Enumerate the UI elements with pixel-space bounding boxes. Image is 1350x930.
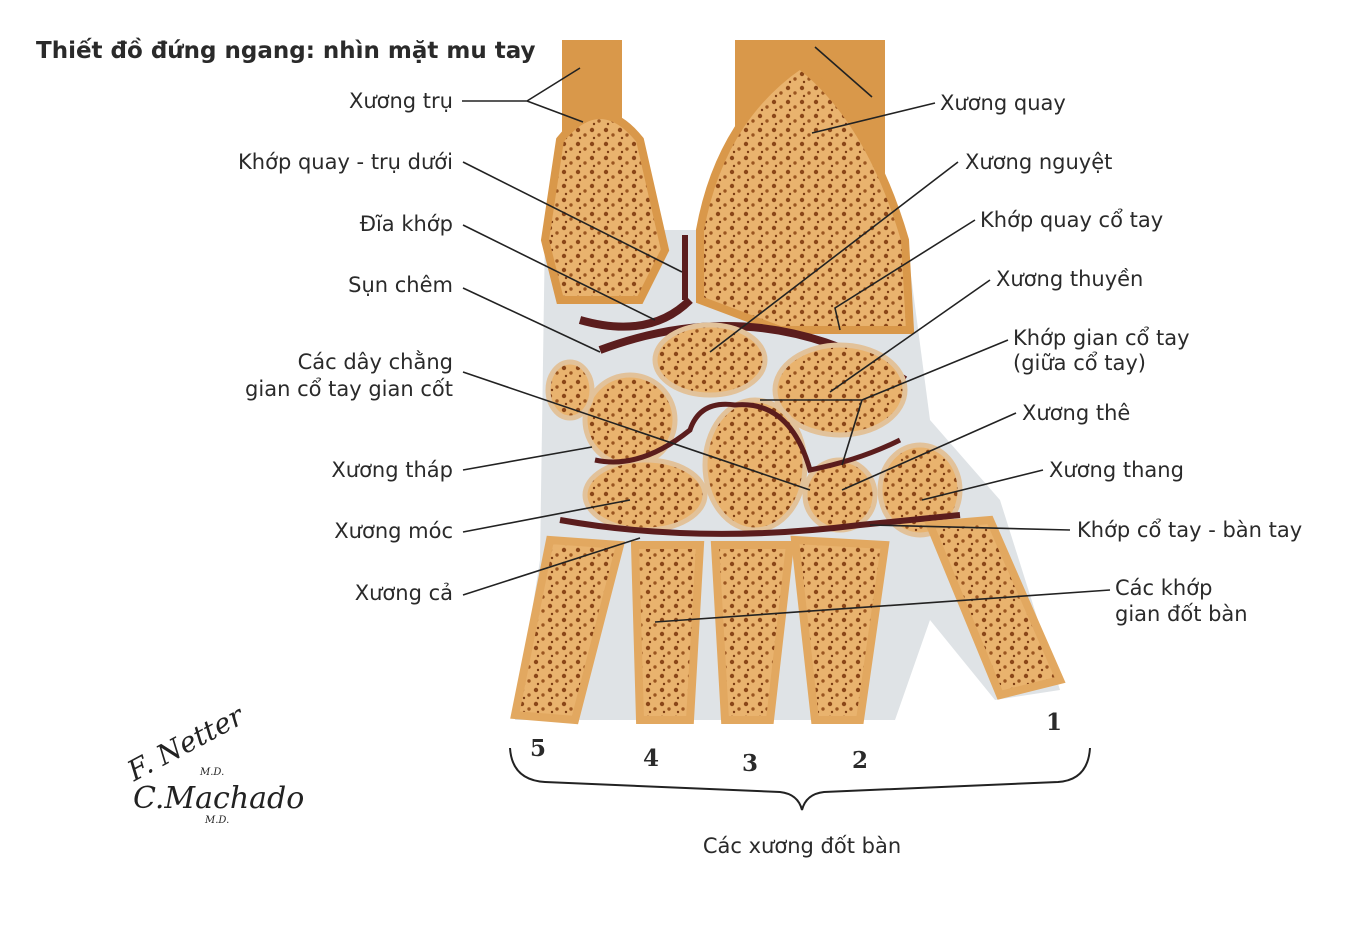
- label-hamate: Xương móc: [334, 519, 453, 543]
- label-triquetrum: Xương tháp: [331, 458, 453, 482]
- label-meniscus: Sụn chêm: [348, 273, 453, 297]
- signature-netter-md: M.D.: [199, 767, 224, 778]
- label-radius: Xương quay: [940, 91, 1066, 115]
- label-trapezium: Xương thang: [1049, 458, 1184, 482]
- pisiform-bone: [545, 359, 595, 421]
- radius-bone: [696, 40, 915, 334]
- ulna-bone: [540, 40, 670, 304]
- label-radiocarpal-joint: Khớp quay cổ tay: [980, 208, 1163, 232]
- label-interosseous-ligaments-line2: gian cổ tay gian cốt: [245, 377, 453, 401]
- metacarpal-number-4: 4: [643, 745, 659, 772]
- label-trapezoid: Xương thê: [1022, 401, 1130, 425]
- label-capitate: Xương cả: [355, 581, 453, 605]
- metacarpal-4: [630, 541, 705, 724]
- signature-netter: F. Netter: [121, 698, 250, 788]
- signature-machado: C.Machado: [133, 781, 304, 816]
- label-midcarpal-joint-line1: Khớp gian cổ tay: [1013, 326, 1190, 350]
- metacarpal-2: [790, 535, 890, 724]
- metacarpal-number-2: 2: [852, 747, 868, 774]
- midcarpal-joint-line: [594, 401, 902, 473]
- carpometacarpal-joint-line: [559, 512, 961, 537]
- metacarpal-number-5: 5: [530, 735, 546, 762]
- label-intermetacarpal-joints-line2: gian đốt bàn: [1115, 602, 1248, 626]
- metacarpal-number-1: 1: [1046, 709, 1062, 736]
- hamate-bone: [582, 457, 708, 533]
- label-articular-disc: Đĩa khớp: [360, 212, 453, 236]
- label-midcarpal-joint-line2: (giữa cổ tay): [1013, 351, 1146, 375]
- label-interosseous-ligaments-line1: Các dây chằng: [298, 350, 453, 374]
- label-distal-radioulnar-joint: Khớp quay - trụ dưới: [238, 150, 453, 174]
- lunate-bone: [652, 322, 768, 398]
- artist-signatures: F. Netter M.D. C.Machado M.D.: [121, 698, 304, 826]
- label-scaphoid: Xương thuyền: [996, 267, 1143, 291]
- metacarpal-number-3: 3: [742, 750, 758, 777]
- metacarpal-3: [710, 541, 795, 724]
- capitate-bone: [702, 397, 808, 533]
- signature-machado-md: M.D.: [204, 815, 229, 826]
- label-lunate: Xương nguyệt: [965, 150, 1112, 174]
- metacarpal-1: [924, 515, 1066, 700]
- leader-lines: [462, 46, 1111, 623]
- label-carpometacarpal-joint: Khớp cổ tay - bàn tay: [1077, 518, 1302, 542]
- diagram-title: Thiết đồ đứng ngang: nhìn mặt mu tay: [36, 37, 536, 64]
- metacarpal-5: [510, 535, 626, 725]
- scaphoid-bone: [772, 342, 908, 438]
- label-intermetacarpal-joints-line1: Các khớp: [1115, 576, 1212, 600]
- metacarpals-brace: [509, 747, 1091, 811]
- label-ulna: Xương trụ: [349, 89, 453, 113]
- metacarpals-caption: Các xương đốt bàn: [703, 834, 901, 858]
